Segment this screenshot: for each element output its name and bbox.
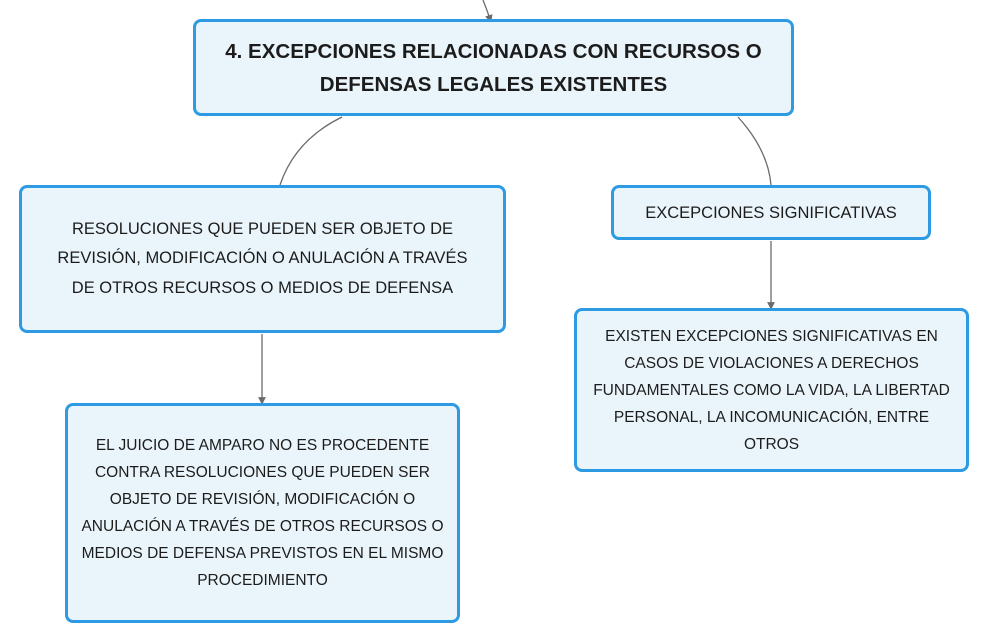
topic-node-juicio-amparo-label: EL JUICIO DE AMPARO NO ES PROCEDENTE CON… [81,437,444,589]
topic-node-resoluciones[interactable]: RESOLUCIONES QUE PUEDEN SER OBJETO DE RE… [19,185,506,333]
topic-node-existen-excepciones[interactable]: EXISTEN EXCEPCIONES SIGNIFICATIVAS EN CA… [574,308,969,472]
topic-node-juicio-amparo[interactable]: EL JUICIO DE AMPARO NO ES PROCEDENTE CON… [65,403,460,623]
topic-node-root-label: 4. EXCEPCIONES RELACIONADAS CON RECURSOS… [225,39,762,96]
topic-node-existen-excepciones-label: EXISTEN EXCEPCIONES SIGNIFICATIVAS EN CA… [593,327,950,453]
topic-node-resoluciones-label: RESOLUCIONES QUE PUEDEN SER OBJETO DE RE… [57,219,468,297]
topic-node-root[interactable]: 4. EXCEPCIONES RELACIONADAS CON RECURSOS… [193,19,794,116]
connector-root-to-significativas [737,116,772,186]
connector-parent-to-root [482,0,493,23]
topic-node-excepciones-significativas[interactable]: EXCEPCIONES SIGNIFICATIVAS [611,185,931,240]
connector-root-to-resoluciones [279,116,343,186]
topic-node-excepciones-significativas-label: EXCEPCIONES SIGNIFICATIVAS [645,203,897,222]
